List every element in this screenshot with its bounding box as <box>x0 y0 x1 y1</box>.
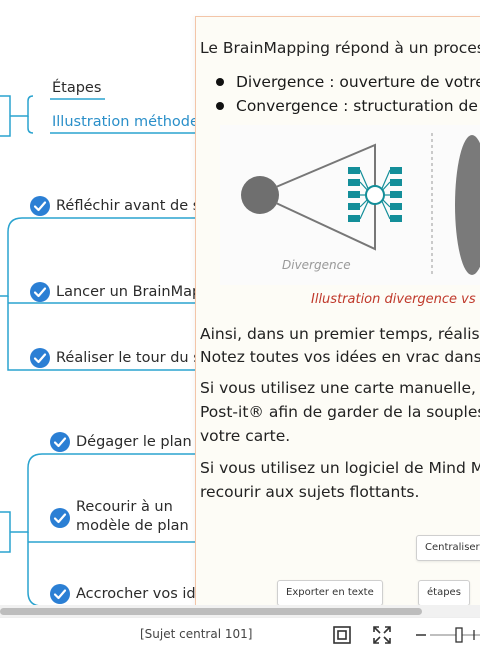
export-text-button[interactable]: Exporter en texte <box>277 580 383 605</box>
divergence-diagram-icon <box>241 133 480 277</box>
mindmap-canvas[interactable]: Étapes Illustration méthode Réfléchir av… <box>0 0 480 605</box>
divergence-illustration: Divergence <box>220 125 480 285</box>
note-paragraph-line: recourir aux sujets flottants. <box>200 483 420 501</box>
scrollbar-thumb[interactable] <box>0 608 422 615</box>
centraliser-button[interactable]: Centraliser <box>416 535 480 561</box>
illustration-caption: Illustration divergence vs c <box>311 292 480 307</box>
topic-note-panel[interactable]: Le BrainMapping répond à un proces Diver… <box>195 16 480 605</box>
note-paragraph-line: Ainsi, dans un premier temps, réaliser <box>200 325 480 343</box>
status-bar: [Sujet central 101] <box>0 617 480 651</box>
note-paragraph-line: votre carte. <box>200 427 291 445</box>
fullscreen-icon[interactable] <box>371 624 393 646</box>
note-paragraph-line: Si vous utilisez une carte manuelle, vo <box>200 379 480 397</box>
note-paragraph-line: Post-it® afin de garder de la souples <box>200 403 480 421</box>
fit-page-icon[interactable] <box>331 624 353 646</box>
checkmark-icon[interactable] <box>30 348 50 368</box>
checkmark-icon[interactable] <box>50 432 70 452</box>
mindmap-connectors <box>0 95 195 605</box>
note-bullet-list: Divergence : ouverture de votre Converge… <box>216 70 480 118</box>
zoom-slider[interactable] <box>412 624 480 646</box>
list-item: Divergence : ouverture de votre <box>216 70 480 94</box>
note-paragraph-line: Notez toutes vos idées en vrac dans u <box>200 348 480 366</box>
checkmark-icon[interactable] <box>50 508 70 528</box>
etapes-button[interactable]: étapes <box>418 580 470 605</box>
note-intro: Le BrainMapping répond à un proces <box>200 39 480 57</box>
checkmark-icon[interactable] <box>30 282 50 302</box>
horizontal-scrollbar[interactable] <box>0 605 480 617</box>
note-paragraph-line: Si vous utilisez un logiciel de Mind M <box>200 459 480 477</box>
checkmark-icon[interactable] <box>50 584 70 604</box>
illustration-label: Divergence <box>282 258 351 272</box>
list-item: Convergence : structuration de v <box>216 94 480 118</box>
checkmark-icon[interactable] <box>30 196 50 216</box>
selection-status: [Sujet central 101] <box>140 627 253 641</box>
